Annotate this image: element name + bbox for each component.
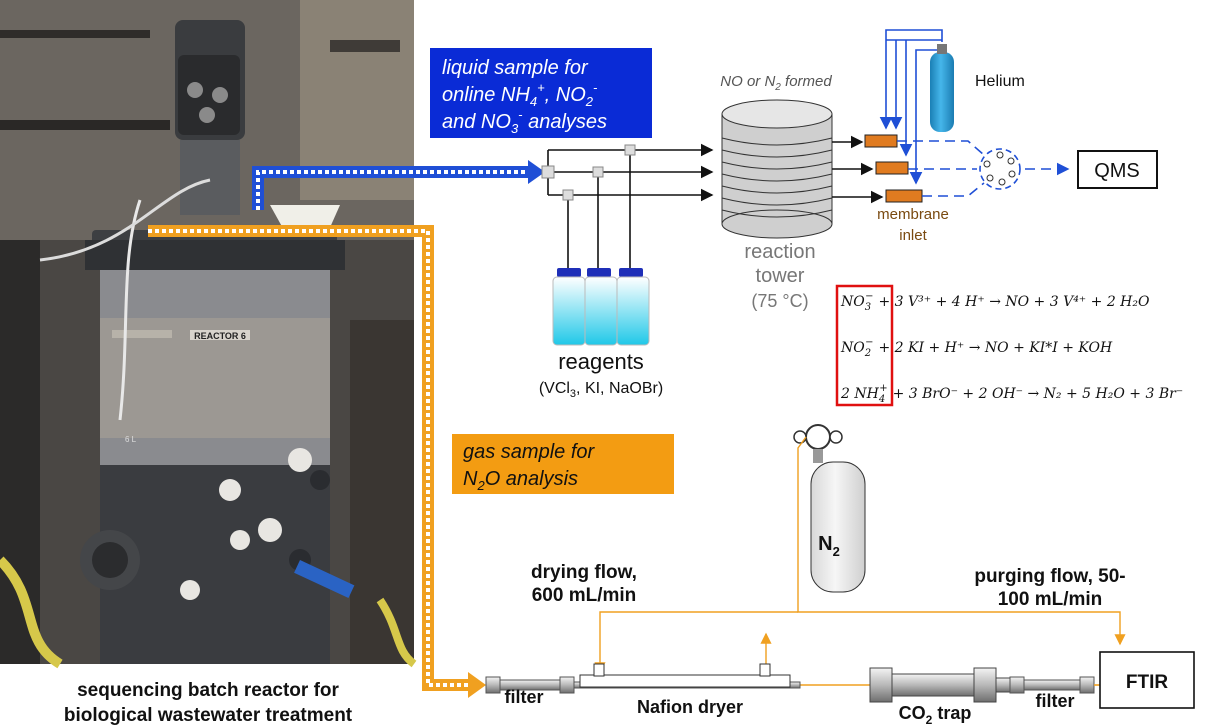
helium-tank <box>930 44 954 132</box>
reactor-label: REACTOR 6 <box>194 331 246 341</box>
reaction-equations: NO3−+ 3 V³⁺ + 4 H⁺ → NO + 3 V⁴⁺ + 2 H₂O N… <box>840 291 1183 405</box>
nafion-dryer <box>573 663 801 689</box>
filter-1-label: filter <box>504 687 543 707</box>
reaction-equation-2: NO2−+ 2 KI + H⁺ → NO + KI*I + KOH <box>840 337 1113 359</box>
filter-2 <box>1009 676 1100 694</box>
qms-label: QMS <box>1094 160 1140 182</box>
tower-formed-label: NO or N2 formed <box>720 73 832 93</box>
filter-2-label: filter <box>1035 691 1074 711</box>
qms-box <box>1077 150 1158 189</box>
nafion-dryer-label: Nafion dryer <box>637 697 743 717</box>
volume-label: 6 L <box>125 435 137 444</box>
drying-flow-label-2: 600 mL/min <box>532 585 637 606</box>
caption-line-1: sequencing batch reactor for <box>77 680 339 701</box>
tee-fittings <box>541 144 636 201</box>
reagents-list: (VCl3, KI, NaOBr) <box>539 380 663 400</box>
reactant-highlight-box <box>835 284 894 407</box>
drying-flow-label-1: drying flow, <box>531 562 637 583</box>
tower-label-2: tower <box>756 265 805 287</box>
rotary-valve <box>979 148 1021 190</box>
reagents-title: reagents <box>558 349 644 374</box>
liquid-sample-text-1: liquid sample for <box>442 57 589 79</box>
reaction-tower <box>721 99 833 239</box>
liquid-sample-text-3: and NO3- analyses <box>442 107 607 136</box>
membrane-inlets <box>864 134 923 203</box>
reaction-equation-1: NO3−+ 3 V³⁺ + 4 H⁺ → NO + 3 V⁴⁺ + 2 H₂O <box>840 291 1150 313</box>
valve-lines <box>897 140 1070 197</box>
gas-sample-line <box>148 225 486 698</box>
co2-trap-label: CO2 trap <box>899 703 972 726</box>
n2-supply-lines <box>594 436 1126 674</box>
purging-flow-label-2: 100 mL/min <box>998 589 1103 610</box>
liquid-sample-text-2: online NH4+, NO2- <box>442 80 598 109</box>
reagent-bottles <box>552 268 650 346</box>
liquid-sample-box <box>430 48 652 138</box>
reagent-lines <box>547 143 714 270</box>
co2-trap <box>869 667 1011 703</box>
tower-outlets <box>832 135 884 204</box>
gas-sample-text-1: gas sample for <box>463 441 596 463</box>
ftir-label: FTIR <box>1126 672 1168 693</box>
helium-lines <box>879 29 943 185</box>
reactor-photo: REACTOR 6 6 L <box>0 0 417 669</box>
tower-temp: (75 °C) <box>751 291 808 311</box>
helium-label: Helium <box>975 73 1025 90</box>
purging-flow-label-1: purging flow, 50- <box>974 566 1125 587</box>
caption-line-2: biological wastewater treatment <box>64 705 353 726</box>
reaction-equation-3: 2 NH4++ 3 BrO⁻ + 2 OH⁻ → N₂ + 5 H₂O + 3 … <box>840 383 1183 405</box>
filter-1 <box>485 676 575 694</box>
tower-label-1: reaction <box>744 241 815 263</box>
liquid-sample-line <box>252 160 545 210</box>
n2-tank <box>793 424 866 593</box>
gas-sample-text-2: N2O analysis <box>463 468 578 493</box>
gas-sample-box <box>452 434 674 494</box>
n2-label: N2 <box>818 533 840 559</box>
membrane-label-1: membrane <box>877 206 949 223</box>
ftir-box <box>1099 651 1195 709</box>
membrane-label-2: inlet <box>899 227 927 244</box>
